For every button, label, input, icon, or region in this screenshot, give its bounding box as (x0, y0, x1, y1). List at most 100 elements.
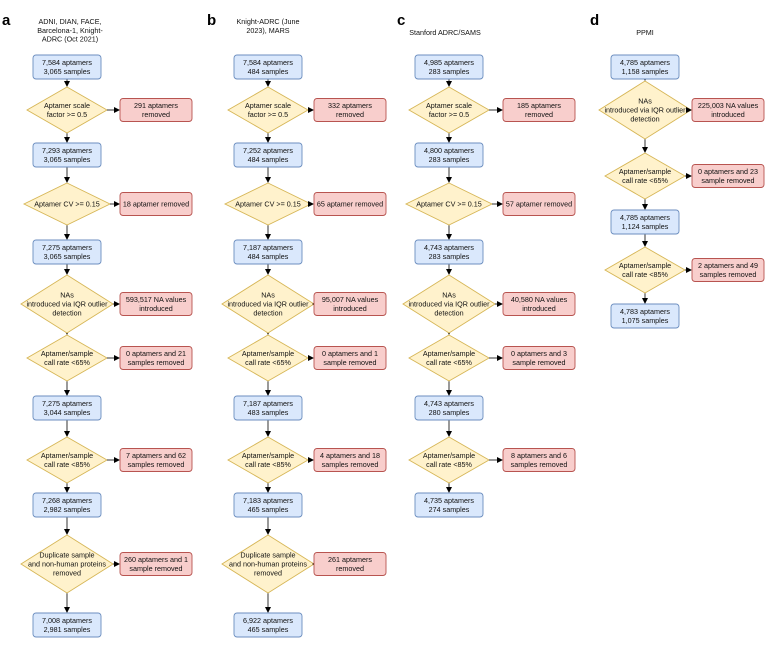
count-box (414, 492, 484, 518)
count-box-text-line: 4,800 aptamers (424, 146, 474, 155)
removed-box (313, 448, 387, 472)
filter-decision-diamond (408, 436, 490, 484)
count-box (32, 142, 102, 168)
filter-decision-text-line: introduced via IQR outlier (26, 300, 108, 309)
count-box-text-line: 283 samples (429, 67, 470, 76)
count-box-text-line: 7,187 aptamers (243, 243, 293, 252)
removed-box-text-line: samples removed (322, 460, 379, 469)
removed-box-text-line: removed (336, 110, 364, 119)
count-box (414, 239, 484, 265)
count-box-text-line: 7,008 aptamers (42, 616, 92, 625)
filter-decision-text-line: and non-human proteins (28, 560, 106, 569)
filter-decision-text-line: introduced via IQR outlier (408, 300, 490, 309)
count-box (414, 54, 484, 80)
count-box-text-line: 7,187 aptamers (243, 399, 293, 408)
removed-box-text-line: 593,517 NA values (126, 295, 187, 304)
count-box-text-line: 484 samples (248, 252, 289, 261)
filter-decision-text-line: call rate <65% (426, 358, 472, 367)
count-box-text-line: 6,922 aptamers (243, 616, 293, 625)
removed-box-text-line: 7 aptamers and 62 (126, 451, 186, 460)
removed-box (502, 292, 576, 316)
filter-decision-text: Aptamer CV >= 0.15 (416, 200, 482, 209)
removed-box-text-line: 0 aptamers and 1 (322, 349, 378, 358)
removed-box-text-line: introduced (522, 304, 556, 313)
filter-decision-diamond (221, 534, 315, 594)
removed-box-text-line: 95,007 NA values (322, 295, 379, 304)
removed-box (313, 192, 387, 216)
removed-box-text-line: introduced (711, 110, 745, 119)
count-box (32, 492, 102, 518)
removed-box-text-line: samples removed (700, 270, 757, 279)
filter-decision-text-line: factor >= 0.5 (47, 110, 87, 119)
removed-box (502, 346, 576, 370)
filter-decision-diamond (408, 86, 490, 134)
panel-letter: a (2, 12, 11, 29)
count-box (610, 54, 680, 80)
filter-decision-diamond (404, 182, 494, 226)
count-box-text-line: 1,124 samples (622, 222, 669, 231)
count-box (233, 239, 303, 265)
removed-box-text-line: 8 aptamers and 6 (511, 451, 567, 460)
count-box-text-line: 3,065 samples (44, 155, 91, 164)
filter-decision-text-line: NAs (442, 291, 456, 300)
filter-decision-text: Aptamer CV >= 0.15 (235, 200, 301, 209)
filter-decision-text-line: Aptamer/sample (41, 451, 93, 460)
filter-decision-diamond (604, 246, 686, 294)
removed-box (502, 98, 576, 122)
count-box-text-line: 4,743 aptamers (424, 243, 474, 252)
removed-box-text-line: sample removed (323, 358, 376, 367)
removed-box (119, 448, 193, 472)
filter-decision-text: Aptamer CV >= 0.15 (34, 200, 100, 209)
panel-title-line: Barcelona-1, Knight- (37, 26, 103, 35)
filter-decision-text-line: call rate <85% (426, 460, 472, 469)
panel-title-line: 2023), MARS (246, 26, 289, 35)
count-box (233, 395, 303, 421)
filter-decision-text-line: removed (53, 568, 81, 577)
count-box-text-line: 3,065 samples (44, 67, 91, 76)
filter-decision-text-line: introduced via IQR outlier (227, 300, 309, 309)
count-box (233, 54, 303, 80)
count-box-text-line: 283 samples (429, 252, 470, 261)
panel-title-line: ADRC (Oct 2021) (42, 35, 98, 44)
count-box-text-line: 465 samples (248, 505, 289, 514)
removed-box-text-line: removed (142, 110, 170, 119)
filter-decision-text-line: NAs (261, 291, 275, 300)
filter-decision-text-line: NAs (60, 291, 74, 300)
filter-decision-text-line: Aptamer scale (44, 101, 90, 110)
removed-box-text-line: samples removed (511, 460, 568, 469)
filter-decision-diamond (26, 334, 108, 382)
removed-box-text-line: sample removed (129, 564, 182, 573)
count-box (233, 612, 303, 638)
filter-decision-diamond (26, 436, 108, 484)
filter-decision-text-line: factor >= 0.5 (429, 110, 469, 119)
filter-decision-text-line: call rate <85% (44, 460, 90, 469)
removed-box-text-line: removed (525, 110, 553, 119)
panel-title: PPMI (636, 28, 654, 37)
filter-decision-diamond (598, 80, 692, 140)
panel-title-line: Knight-ADRC (June (236, 17, 299, 26)
